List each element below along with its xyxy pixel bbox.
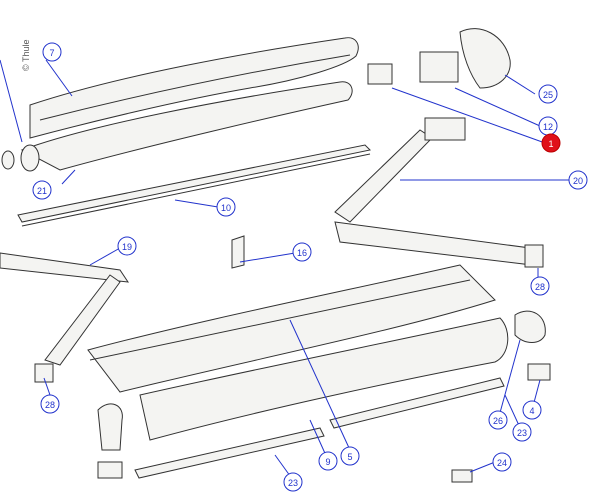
svg-text:24: 24 [497, 458, 507, 468]
part-right-arm-lower [334, 221, 533, 266]
part-motor [367, 63, 393, 85]
callout-28-left: 28 [40, 394, 60, 414]
callout-1-highlighted: 1 [541, 133, 561, 153]
part-side-cap [459, 28, 511, 89]
svg-text:26: 26 [493, 416, 503, 426]
svg-text:28: 28 [535, 282, 545, 292]
svg-text:21: 21 [37, 186, 47, 196]
svg-text:12: 12 [543, 122, 553, 132]
callout-4: 4 [522, 400, 542, 420]
callout-7: 7 [42, 42, 62, 62]
part-left-arm-lower [44, 274, 121, 366]
svg-text:16: 16 [297, 248, 307, 258]
part-right-arm [334, 129, 433, 223]
callout-5: 5 [340, 446, 360, 466]
svg-text:25: 25 [543, 90, 553, 100]
callout-23-right: 23 [512, 422, 532, 442]
part-lower-profile [139, 317, 509, 441]
callout-10: 10 [216, 197, 236, 217]
part-clip-right [527, 363, 551, 381]
part-gear-unit [419, 51, 459, 83]
callout-23-bottom: 23 [283, 472, 303, 492]
part-slider-bar-upper [329, 377, 505, 429]
svg-text:4: 4 [529, 406, 534, 416]
part-left-arm [0, 252, 130, 283]
part-clip [231, 235, 245, 269]
svg-text:10: 10 [221, 203, 231, 213]
callout-16: 16 [292, 242, 312, 262]
svg-text:23: 23 [517, 428, 527, 438]
part-fabric-roller [20, 81, 353, 171]
callout-9: 9 [318, 451, 338, 471]
svg-text:23: 23 [288, 478, 298, 488]
svg-text:5: 5 [347, 452, 352, 462]
part-small-clip [451, 469, 473, 483]
part-slider-bar-lower [134, 427, 325, 479]
callout-12: 12 [538, 116, 558, 136]
part-end-cap-right [514, 310, 546, 343]
svg-text:7: 7 [49, 48, 54, 58]
callout-20: 20 [568, 170, 588, 190]
svg-text:9: 9 [325, 457, 330, 467]
parts-drawing [0, 28, 551, 483]
part-end-cap-left [97, 403, 123, 451]
svg-text:1: 1 [548, 139, 553, 149]
callout-24: 24 [492, 452, 512, 472]
callout-21: 21 [32, 180, 52, 200]
svg-text:28: 28 [45, 400, 55, 410]
callout-layer: 7 21 10 19 28 16 25 12 1 20 28 5 9 26 23… [32, 42, 588, 492]
svg-text:20: 20 [573, 176, 583, 186]
part-cassette-cover [29, 37, 359, 139]
part-lead-rail [17, 144, 372, 223]
callout-26: 26 [488, 410, 508, 430]
svg-text:19: 19 [122, 242, 132, 252]
callout-28-right: 28 [530, 276, 550, 296]
callout-19: 19 [117, 236, 137, 256]
part-front-profile [87, 264, 496, 393]
callout-25: 25 [538, 84, 558, 104]
